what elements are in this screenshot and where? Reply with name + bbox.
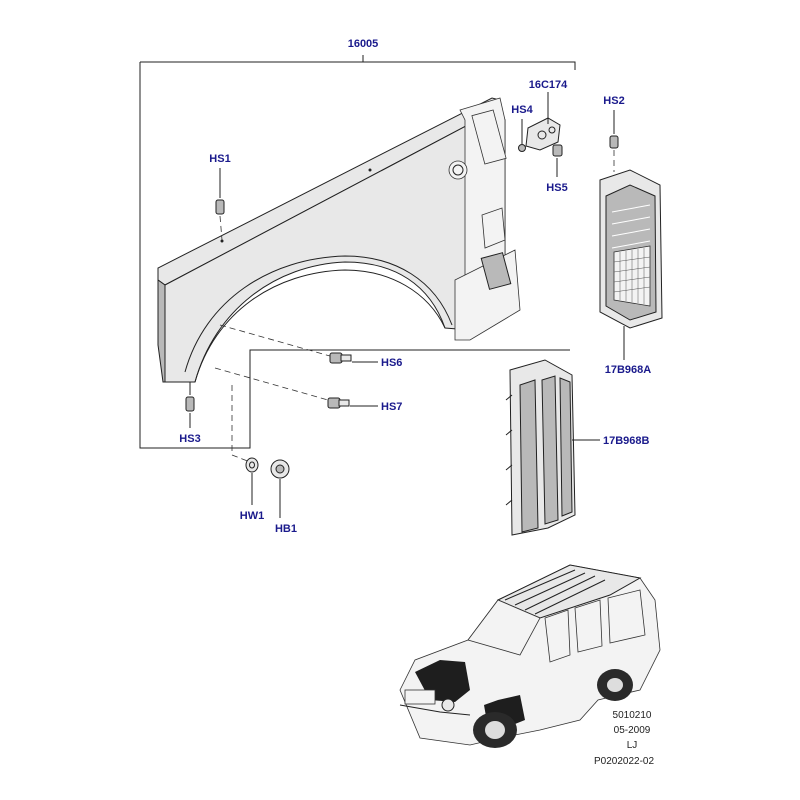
meta-date: 05-2009 bbox=[614, 725, 651, 736]
screw-hs7 bbox=[214, 367, 378, 409]
nut-hs5 bbox=[552, 144, 563, 177]
screw-hs6 bbox=[219, 324, 378, 364]
callout-17B968A: 17B968A bbox=[605, 364, 652, 376]
callout-hs5: HS5 bbox=[546, 182, 567, 194]
fender-panel bbox=[157, 97, 521, 383]
pin-hs1 bbox=[215, 168, 225, 241]
callout-16005: 16005 bbox=[348, 38, 379, 50]
callout-hw1: HW1 bbox=[240, 510, 264, 522]
meta-initials: LJ bbox=[627, 740, 638, 751]
fender-group-bracket bbox=[139, 55, 576, 449]
meta-ref: P0202022-02 bbox=[594, 756, 654, 767]
screw-hs4 bbox=[518, 119, 526, 152]
callout-17B968B: 17B968B bbox=[603, 435, 650, 447]
pin-hs3 bbox=[185, 382, 195, 428]
callout-hb1: HB1 bbox=[275, 523, 297, 535]
washer-hw1 bbox=[245, 457, 259, 505]
bolt-hb1 bbox=[270, 459, 290, 518]
side-vent-17B968A bbox=[599, 169, 663, 360]
callout-hs1: HS1 bbox=[209, 153, 230, 165]
callout-hs7: HS7 bbox=[381, 401, 402, 413]
callout-hs2: HS2 bbox=[603, 95, 624, 107]
inner-vent-17B968B bbox=[505, 359, 600, 536]
vehicle-illustration bbox=[399, 564, 661, 748]
screw-hs2 bbox=[609, 110, 619, 172]
meta-code: 5010210 bbox=[613, 710, 652, 721]
callout-hs3: HS3 bbox=[179, 433, 200, 445]
callout-16C174: 16C174 bbox=[529, 79, 568, 91]
callout-hs6: HS6 bbox=[381, 357, 402, 369]
callout-hs4: HS4 bbox=[511, 104, 533, 116]
